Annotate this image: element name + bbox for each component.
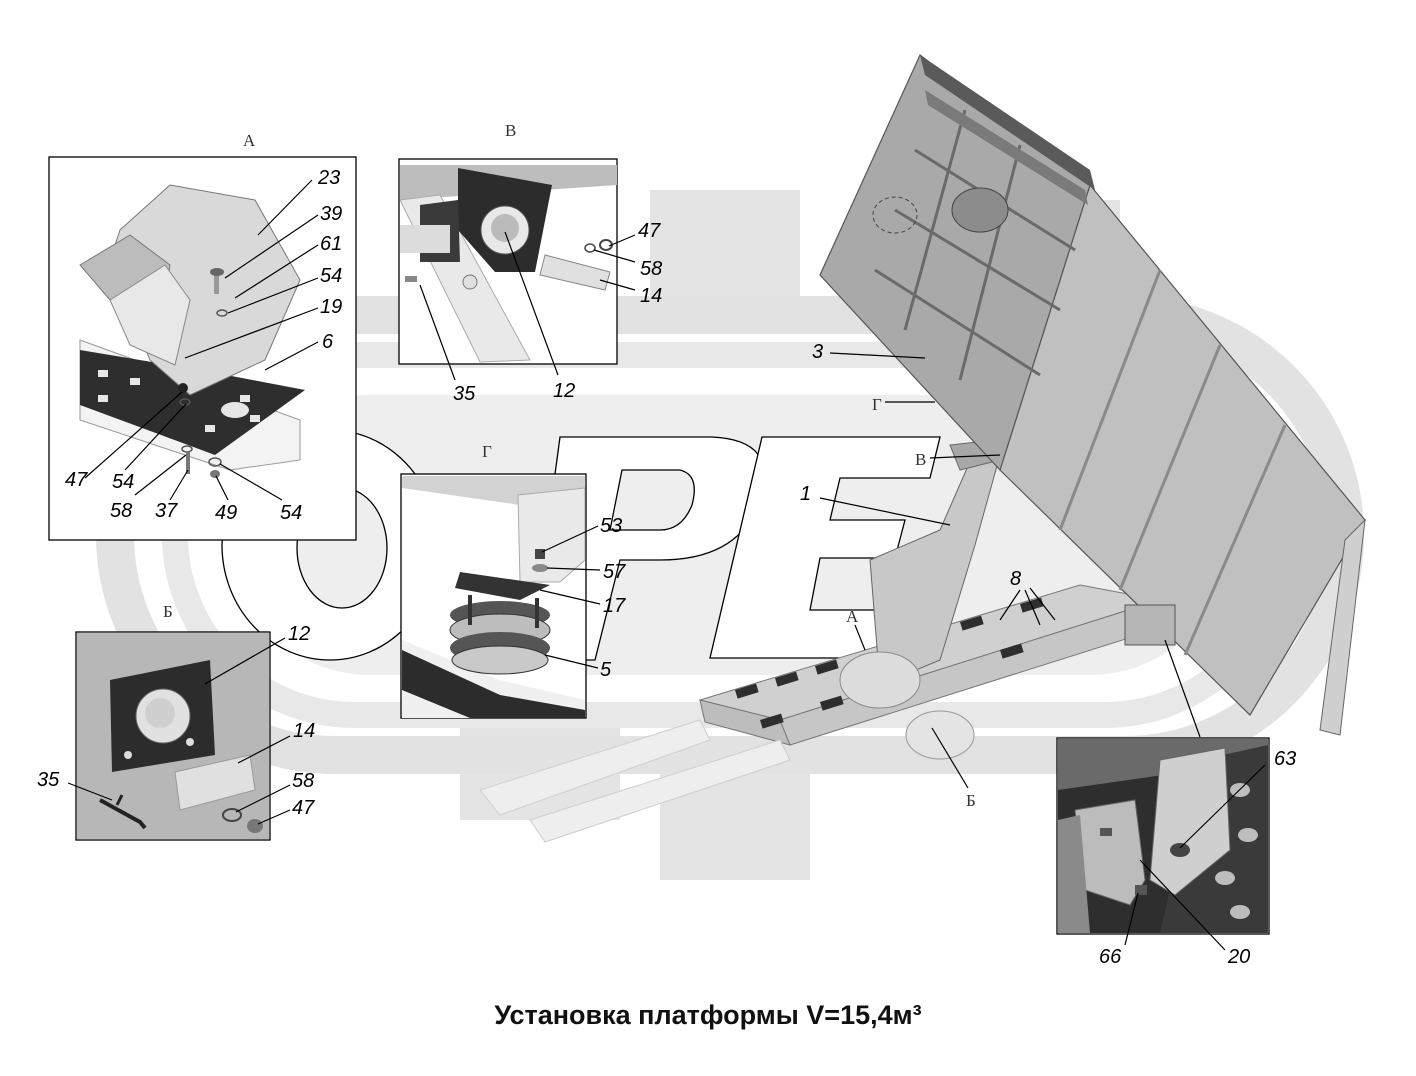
callout-3: 3: [812, 341, 823, 363]
inset-V-label-3: 14: [640, 285, 662, 307]
inset-B: Б 12 14 35 58 47: [37, 602, 315, 841]
main-view-callouts: 3 Г В 1 8 А Б: [800, 341, 1201, 810]
inset-V-label-5: 12: [553, 380, 575, 402]
inset-D-label-3: 20: [1227, 946, 1250, 968]
inset-A: А: [48, 131, 357, 541]
inset-B-letter: Б: [163, 602, 173, 621]
inset-B-label-3: 35: [37, 769, 60, 791]
figure-caption: Установка платформы V=15,4м³: [494, 1000, 922, 1030]
lift-cylinder: [839, 439, 1001, 760]
callout-V: В: [915, 450, 926, 469]
inset-G-letter: Г: [482, 442, 492, 461]
inset-V: В 47 58 14 35 12: [398, 121, 662, 405]
callout-A: А: [846, 607, 859, 626]
main-dump-truck-view: 3 Г В 1 8 А Б: [479, 54, 1366, 843]
inset-V-label-1: 47: [638, 220, 661, 242]
inset-V-label-2: 58: [640, 258, 662, 280]
inset-V-letter: В: [505, 121, 516, 140]
inset-A-letter: А: [243, 131, 256, 150]
inset-A-label-2: 39: [320, 203, 342, 225]
inset-A-label-5: 19: [320, 296, 342, 318]
inset-G: Г 53 57 17 5: [400, 442, 626, 719]
inset-G-label-1: 53: [600, 515, 622, 537]
callout-B: Б: [966, 791, 976, 810]
inset-A-label-9: 58: [110, 500, 132, 522]
callout-8: 8: [1010, 568, 1021, 590]
inset-G-label-3: 17: [603, 595, 626, 617]
rear-hinge: [1124, 604, 1176, 646]
inset-A-label-3: 61: [320, 233, 342, 255]
inset-A-label-11: 49: [215, 502, 237, 524]
inset-A-label-8: 54: [112, 471, 134, 493]
inset-A-label-6: 6: [322, 331, 334, 353]
inset-V-label-4: 35: [453, 383, 476, 405]
inset-B-label-1: 12: [288, 623, 310, 645]
inset-G-label-2: 57: [603, 561, 626, 583]
inset-D-label-1: 63: [1274, 748, 1296, 770]
inset-A-label-7: 47: [65, 469, 88, 491]
inset-D: 63 66 20: [1056, 737, 1296, 968]
inset-A-label-4: 54: [320, 265, 342, 287]
inset-D-label-2: 66: [1099, 946, 1122, 968]
inset-B-label-4: 58: [292, 770, 314, 792]
inset-B-label-2: 14: [293, 720, 315, 742]
callout-1: 1: [800, 483, 811, 505]
inset-A-label-1: 23: [317, 167, 340, 189]
inset-G-label-4: 5: [600, 659, 612, 681]
inset-B-label-5: 47: [292, 797, 315, 819]
callout-G: Г: [872, 395, 882, 414]
inset-A-label-10: 37: [155, 500, 178, 522]
watermark-letters: [221, 429, 941, 661]
dump-body: [819, 54, 1366, 736]
inset-A-label-12: 54: [280, 502, 302, 524]
